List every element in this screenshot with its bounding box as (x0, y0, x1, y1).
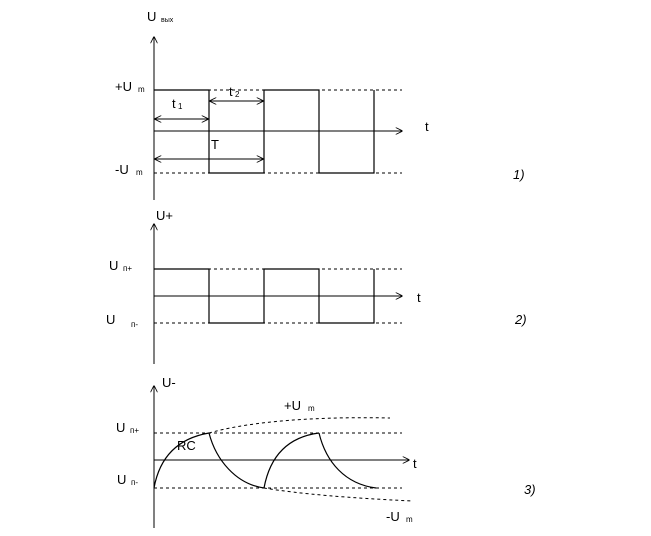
p3-plus-um-subscript: m (308, 404, 315, 413)
p1-t2-label: t (229, 84, 233, 99)
p3-minus-um-asymptote (263, 487, 413, 502)
p3-lower-subscript: п- (131, 478, 138, 487)
p2-axis-label: U+ (156, 208, 173, 223)
panel-3-capacitor-voltage: U- t U п+ U п- +U m -U m RC 3) (116, 375, 536, 528)
p3-axis-label: U- (162, 375, 176, 390)
p1-axis-subscript: вых (161, 17, 174, 24)
p1-t1-label: t (172, 96, 176, 111)
p2-upper-label: U (109, 258, 118, 273)
p2-time-label: t (417, 290, 421, 305)
panel-2-positive-input: U+ t U п+ U п- 2) (106, 208, 527, 364)
p3-upper-label: U (116, 420, 125, 435)
p3-rc-charge-curve (153, 432, 210, 489)
p3-plus-um-asymptote (208, 417, 391, 434)
panel-1-output-square-wave: U вых t +U m -U m t 1 t 2 T 1) (115, 9, 525, 200)
p3-minus-um-subscript: m (406, 515, 413, 524)
p3-charge-curve-2 (263, 432, 320, 489)
p3-lower-label: U (117, 472, 126, 487)
p2-square-wave (154, 268, 375, 324)
p3-time-label: t (413, 456, 417, 471)
p2-lower-label: U (106, 312, 115, 327)
p3-plus-um-label: +U (284, 398, 301, 413)
p3-discharge-curve-1 (208, 432, 265, 489)
p1-number: 1) (513, 167, 525, 182)
p1-minus-um-subscript: m (136, 168, 143, 177)
p2-number: 2) (514, 312, 527, 327)
p1-plus-um-subscript: m (138, 85, 145, 94)
p3-upper-subscript: п+ (130, 426, 139, 435)
p1-minus-um-label: -U (115, 162, 129, 177)
p3-number: 3) (524, 482, 536, 497)
p1-axis-label: U (147, 9, 156, 24)
p1-plus-um-label: +U (115, 79, 132, 94)
p1-time-label: t (425, 119, 429, 134)
p2-lower-subscript: п- (131, 320, 138, 329)
p3-discharge-curve-2 (318, 432, 377, 489)
p3-minus-um-label: -U (386, 509, 400, 524)
p2-upper-subscript: п+ (123, 264, 132, 273)
p1-t1-subscript: 1 (178, 102, 183, 111)
p1-period-label: T (211, 137, 219, 152)
p1-t2-subscript: 2 (235, 90, 240, 99)
p3-rc-label: RC (177, 438, 196, 453)
p1-square-wave (154, 89, 375, 174)
